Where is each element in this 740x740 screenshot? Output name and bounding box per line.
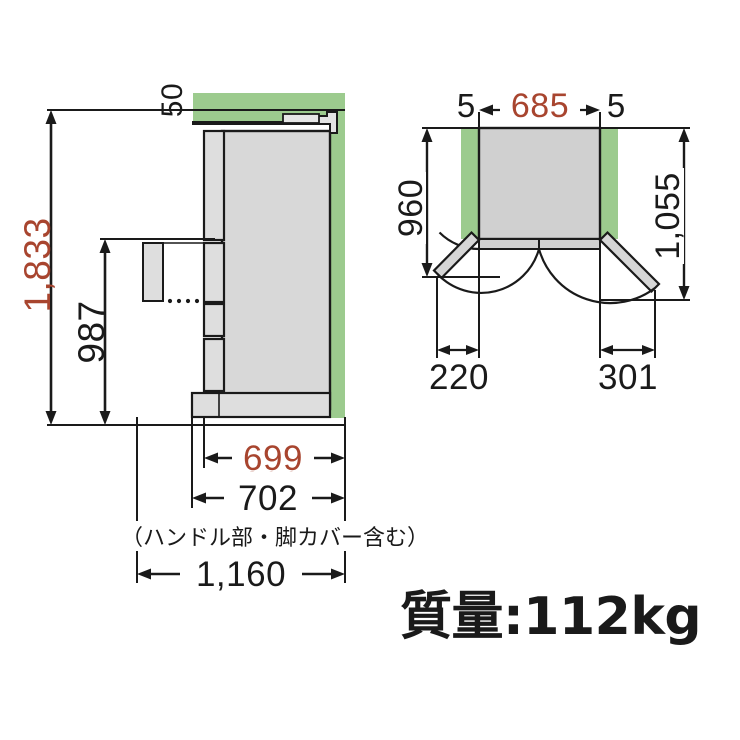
plan-clearance-right	[600, 128, 618, 239]
dim-960-text-mask	[394, 172, 426, 244]
dim-handle-height	[99, 239, 111, 425]
dim-label-699-front: 699	[243, 439, 303, 478]
dim-label-702: 702	[238, 479, 298, 518]
mass-spec-label: 質量:112kg	[400, 587, 701, 647]
dim-label-1055: 1,055	[649, 172, 687, 260]
leg-cover	[190, 391, 332, 419]
dim-label-987: 987	[71, 300, 112, 363]
dim-total-height	[45, 110, 57, 425]
open-drawer-ghost	[142, 242, 164, 302]
dim-685-text-mask	[500, 88, 580, 120]
plan-clearance-left	[461, 128, 479, 239]
jp-note-mask	[118, 521, 368, 551]
plan-door-front-right	[538, 238, 601, 250]
dim-label-50: 50	[156, 83, 189, 117]
dim-label-1833: 1,833	[17, 217, 58, 312]
dim-label-301: 301	[598, 358, 658, 397]
right-door-open-leaf	[598, 230, 661, 294]
dim-label-clearance-right: 5	[607, 87, 625, 124]
side-elevation-view: 1,833 987 50 699 699	[17, 83, 429, 594]
dim-699-text-mask	[232, 440, 314, 471]
dim-702-text-mask	[224, 481, 312, 512]
dim-1055-text-mask	[652, 168, 684, 264]
drawer-panel-2	[202, 302, 226, 338]
dim-1160-text-mask	[180, 556, 302, 588]
right-door-swing-arc	[537, 248, 656, 305]
plan-cabinet-body	[477, 126, 602, 241]
clearance-band-right	[330, 93, 345, 418]
plan-door-front-left	[478, 238, 540, 250]
dim-left-door-width	[437, 345, 479, 355]
left-door-swing-arc	[438, 231, 480, 251]
dim-label-685: 685	[511, 87, 569, 125]
top-hinge-block	[282, 113, 320, 124]
drawer-panel-1	[202, 241, 226, 304]
dim-right-door-width	[600, 345, 655, 355]
dim-left-door-swing	[421, 128, 433, 277]
dim-label-220: 220	[429, 358, 489, 397]
cabinet-body	[220, 129, 332, 411]
dim-label-960: 960	[392, 179, 430, 237]
drawer-panel-3	[202, 337, 226, 393]
plan-view: 5 685 5 960	[392, 87, 690, 397]
left-door-open-leaf	[432, 230, 481, 280]
dim-label-1160: 1,160	[196, 555, 286, 594]
handle-inclusive-note: （ハンドル部・脚カバー含む）	[121, 526, 429, 551]
dim-label-clearance-left: 5	[457, 87, 475, 124]
drawer-travel-dots	[167, 298, 200, 304]
left-door-swing-arc-outer	[436, 248, 541, 294]
door-panel-upper	[202, 129, 226, 242]
